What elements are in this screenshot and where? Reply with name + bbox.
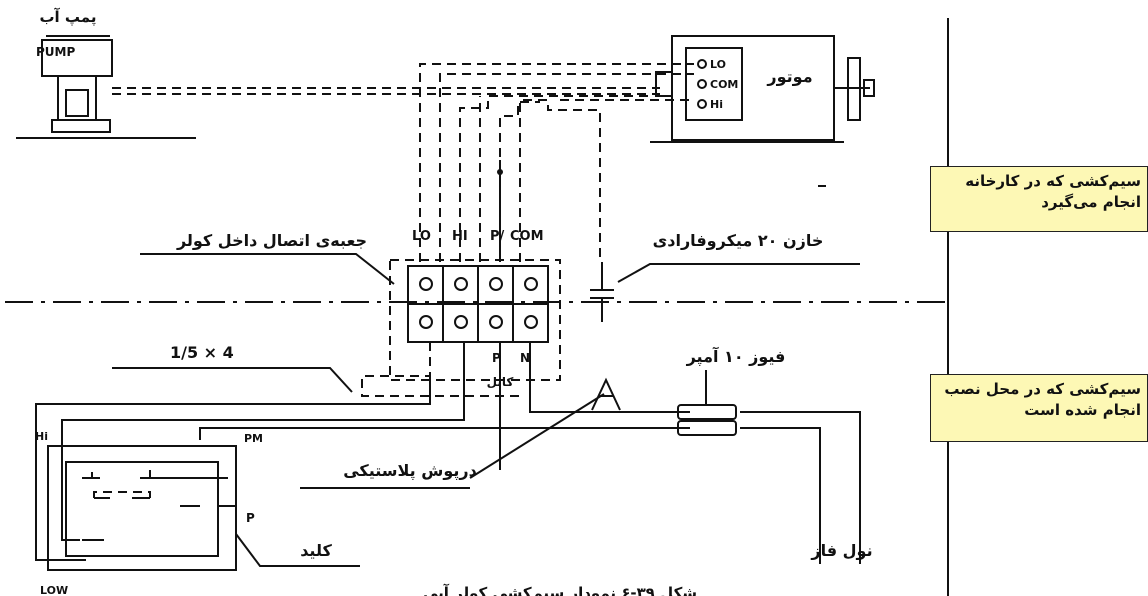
cable-label: کابل bbox=[487, 375, 514, 389]
fuse-1 bbox=[677, 404, 737, 420]
factory-wiring bbox=[419, 63, 694, 262]
motor-lo-terminal: LO bbox=[710, 58, 726, 71]
switch-pm-label: PM bbox=[244, 432, 263, 445]
motor bbox=[650, 35, 875, 143]
motor-hi-terminal: Hi bbox=[710, 98, 723, 111]
factory-wiring-note: سیم‌کشی که در کارخانه انجام می‌گیرد bbox=[930, 166, 1148, 232]
bottom-n-label: N bbox=[520, 351, 530, 365]
factory-wiring-note-text: سیم‌کشی که در کارخانه انجام می‌گیرد bbox=[965, 172, 1141, 211]
site-wiring-note-text: سیم‌کشی که در محل نصب انجام شده است bbox=[944, 380, 1141, 419]
junction-box-label: جعبه‌ی اتصال داخل کولر bbox=[176, 231, 367, 250]
box-term-lo: LO bbox=[412, 229, 431, 244]
figure-caption: شکل ۳۹-۶ نمودار سیم‌کشی کولر آبی bbox=[423, 584, 697, 596]
plastic-cap bbox=[591, 377, 621, 411]
cable-size-leader bbox=[112, 367, 353, 393]
motor-label: موتور bbox=[766, 67, 812, 86]
selector-switch bbox=[47, 445, 237, 571]
motor-com-terminal: COM bbox=[710, 78, 738, 91]
switch-label: کلید bbox=[300, 541, 332, 560]
switch-low-label: LOW bbox=[40, 584, 68, 596]
plastic-cap-leader bbox=[469, 393, 605, 479]
switch-p-label: P bbox=[246, 511, 255, 525]
fuse-2 bbox=[677, 420, 737, 436]
wire-junction-dot bbox=[497, 169, 503, 175]
junction-box-leader bbox=[140, 253, 395, 285]
site-wiring bbox=[35, 342, 861, 564]
water-pump bbox=[16, 35, 196, 139]
fuse-label: فیوز ۱۰ آمپر bbox=[686, 346, 786, 367]
capacitor-leader bbox=[617, 263, 860, 283]
pump-label: پمپ آب bbox=[39, 8, 96, 27]
capacitor bbox=[590, 262, 614, 322]
switch-hi-label: Hi bbox=[35, 430, 48, 443]
box-term-p: P/ bbox=[490, 229, 505, 244]
capacitor-label: خازن ۲۰ میکروفارادی bbox=[653, 231, 824, 250]
pump-plate-text: PUMP bbox=[36, 45, 75, 59]
box-term-com: COM bbox=[510, 229, 544, 244]
plastic-cap-label: درپوش پلاستیکی bbox=[343, 461, 477, 481]
cable-size-label: 1/5 × 4 bbox=[170, 343, 234, 362]
site-wiring-note: سیم‌کشی که در محل نصب انجام شده است bbox=[930, 374, 1148, 442]
box-term-hi: HI bbox=[452, 229, 468, 244]
junction-box bbox=[389, 259, 561, 381]
neutral-phase-label: نول فاز bbox=[810, 541, 872, 560]
bottom-p-label: P bbox=[492, 351, 501, 365]
switch-leader bbox=[235, 533, 360, 567]
